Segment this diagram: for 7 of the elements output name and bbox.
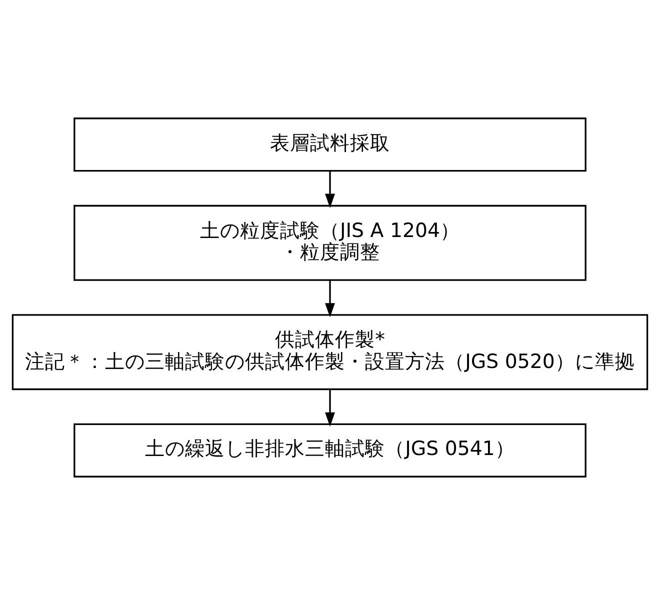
node-box: 供試体作製* 注記＊：土の三軸試験の供試体作製・設置方法（JGS 0520）に準拠 <box>12 314 648 390</box>
arrow <box>325 170 335 208</box>
node-box: 表層試料採取 <box>74 118 586 172</box>
node-box: 土の粒度試験（JIS A 1204） ・粒度調整 <box>74 204 586 281</box>
node-box: 土の繰返し非排水三軸試験（JGS 0541） <box>74 423 586 478</box>
arrow <box>325 280 335 318</box>
arrow <box>325 389 335 427</box>
